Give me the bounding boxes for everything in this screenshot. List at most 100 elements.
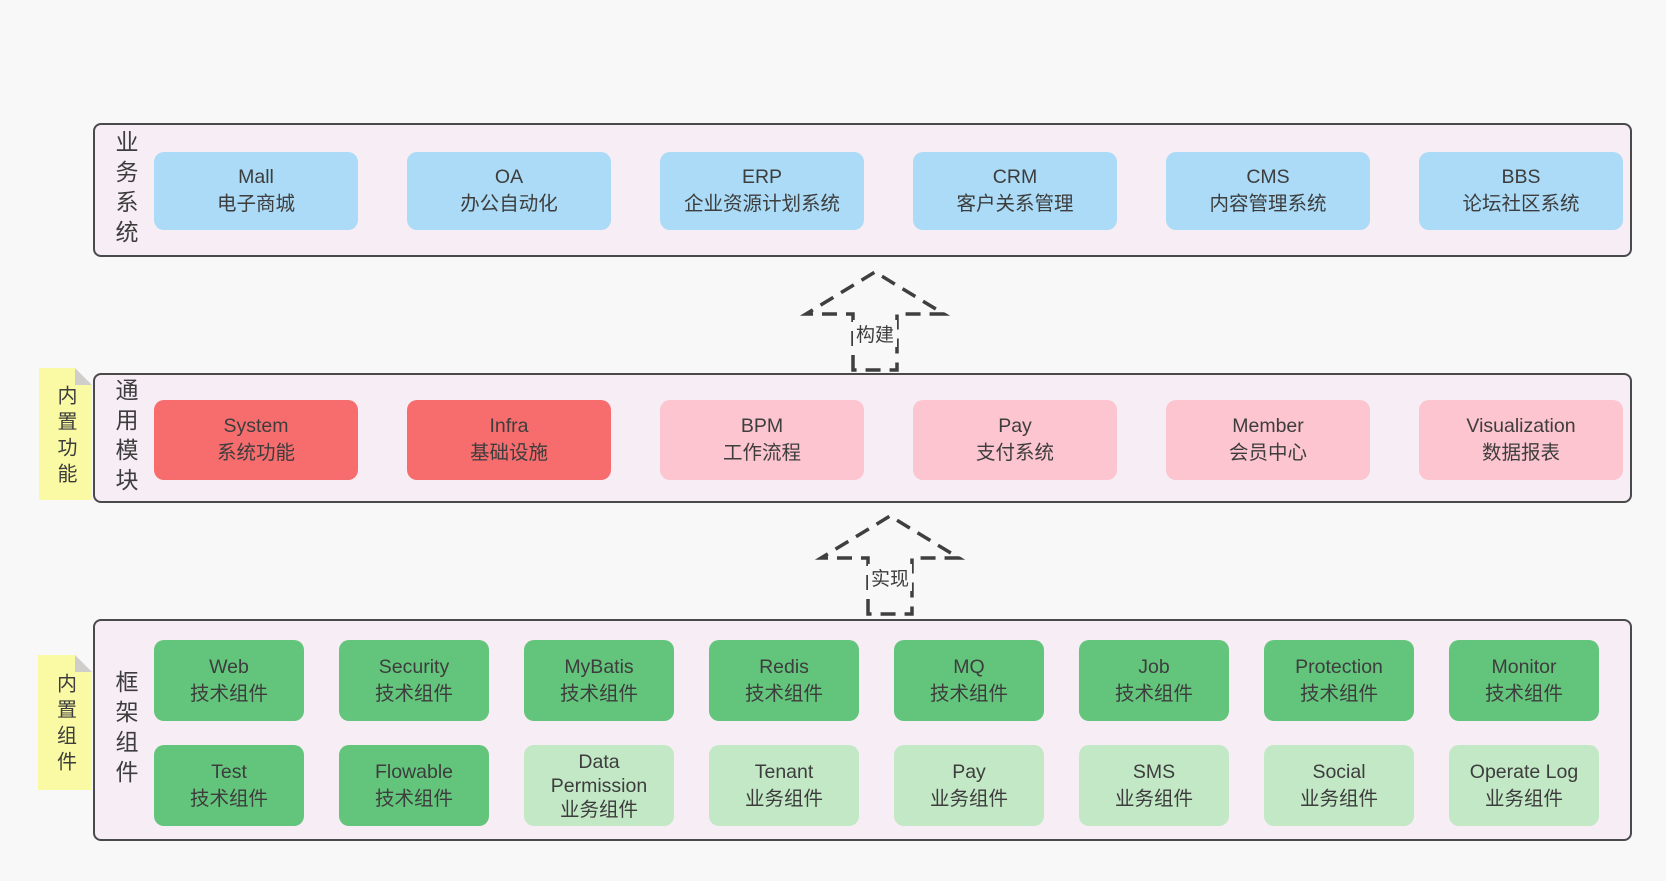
box-title: Test (211, 760, 247, 783)
box-oa: OA 办公自动化 (407, 152, 611, 230)
box-cms: CMS 内容管理系统 (1166, 152, 1370, 230)
builtin-components-note-text: 内置组件 (53, 673, 76, 778)
box-subtitle: 技术组件 (189, 682, 268, 705)
box-operate-log: Operate Log 业务组件 (1449, 745, 1599, 826)
box-title: BPM (740, 415, 784, 437)
implement-arrow-label: 实现 (867, 564, 913, 591)
box-subtitle: 数据报表 (1481, 442, 1560, 464)
builtin-components-sticky-note: 内置组件 (38, 655, 92, 790)
box-subtitle: 业务组件 (1114, 787, 1193, 810)
box-title: CRM (992, 166, 1038, 188)
box-member: Member 会员中心 (1166, 400, 1370, 480)
business-systems-row: Mall 电子商城 OA 办公自动化 ERP 企业资源计划系统 CRM 客户关系… (154, 152, 1623, 230)
box-subtitle: 电子商城 (216, 193, 295, 215)
implement-arrow: 实现 (815, 512, 965, 616)
box-subtitle: 论坛社区系统 (1462, 193, 1580, 215)
build-arrow: 构建 (800, 268, 950, 372)
box-subtitle: 企业资源计划系统 (683, 193, 840, 215)
common-modules-label: 通用模块 (112, 378, 138, 498)
box-title: Social (1312, 760, 1366, 783)
common-modules-container: 通用模块 System 系统功能 Infra 基础设施 BPM 工作流程 Pay… (93, 373, 1632, 503)
box-title: Member (1232, 415, 1304, 437)
framework-components-container: 框架组件 Web 技术组件 Security 技术组件 MyBatis 技术组件… (93, 619, 1632, 841)
box-title: ERP (741, 166, 783, 188)
box-subtitle: 客户关系管理 (956, 193, 1074, 215)
box-test: Test 技术组件 (154, 745, 304, 826)
box-title: Flowable (374, 760, 454, 783)
up-arrow-icon (800, 269, 950, 372)
box-tenant: Tenant 业务组件 (709, 745, 859, 826)
box-visualization: Visualization 数据报表 (1419, 400, 1623, 480)
box-data-permission: Data Permission 业务组件 (524, 745, 674, 826)
box-title: SMS (1132, 760, 1176, 783)
box-infra: Infra 基础设施 (407, 400, 611, 480)
sticky-fold-corner (75, 655, 92, 672)
box-subtitle: 技术组件 (744, 682, 823, 705)
box-title: Visualization (1466, 415, 1576, 437)
box-subtitle: 业务组件 (929, 787, 1008, 810)
box-title: Pay (998, 415, 1032, 437)
box-system: System 系统功能 (154, 400, 358, 480)
box-subtitle: 业务组件 (1484, 787, 1563, 810)
box-title: MyBatis (564, 655, 634, 678)
box-title: Operate Log (1469, 760, 1579, 783)
business-systems-container: 业务系统 Mall 电子商城 OA 办公自动化 ERP 企业资源计划系统 CRM… (93, 123, 1632, 257)
box-subtitle: 技术组件 (1484, 682, 1563, 705)
box-title: BBS (1501, 166, 1541, 188)
box-title: Mall (238, 166, 274, 188)
box-title: Redis (759, 655, 809, 678)
box-redis: Redis 技术组件 (709, 640, 859, 721)
common-modules-row: System 系统功能 Infra 基础设施 BPM 工作流程 Pay 支付系统… (154, 400, 1623, 480)
box-subtitle: 技术组件 (1299, 682, 1378, 705)
builtin-features-sticky-note: 内置功能 (39, 368, 92, 500)
box-title: MQ (953, 655, 985, 678)
box-subtitle: 技术组件 (559, 682, 638, 705)
box-title: Protection (1295, 655, 1383, 678)
box-subtitle: 办公自动化 (460, 193, 558, 215)
box-title: Pay (952, 760, 986, 783)
box-subtitle: 技术组件 (374, 787, 453, 810)
box-web: Web 技术组件 (154, 640, 304, 721)
box-subtitle: 技术组件 (929, 682, 1008, 705)
box-title: CMS (1246, 166, 1290, 188)
box-subtitle: 技术组件 (189, 787, 268, 810)
box-title: Job (1138, 655, 1170, 678)
box-protection: Protection 技术组件 (1264, 640, 1414, 721)
box-subtitle: 工作流程 (722, 442, 801, 464)
box-subtitle: 系统功能 (216, 442, 295, 464)
framework-components-row2: Test 技术组件 Flowable 技术组件 Data Permission … (154, 745, 1599, 826)
box-title: Web (209, 655, 249, 678)
box-subtitle: 内容管理系统 (1209, 193, 1327, 215)
box-pay-component: Pay 业务组件 (894, 745, 1044, 826)
box-subtitle: 业务组件 (744, 787, 823, 810)
box-subtitle: 业务组件 (1299, 787, 1378, 810)
box-title: Infra (489, 415, 529, 437)
box-title: Monitor (1491, 655, 1557, 678)
box-mall: Mall 电子商城 (154, 152, 358, 230)
box-title: Security (378, 655, 450, 678)
box-security: Security 技术组件 (339, 640, 489, 721)
box-social: Social 业务组件 (1264, 745, 1414, 826)
box-subtitle: 技术组件 (374, 682, 453, 705)
up-arrow-icon (815, 513, 965, 616)
box-title: OA (494, 166, 524, 188)
box-erp: ERP 企业资源计划系统 (660, 152, 864, 230)
sticky-fold-corner (75, 368, 92, 385)
box-subtitle: 会员中心 (1228, 442, 1307, 464)
box-subtitle: 支付系统 (975, 442, 1054, 464)
box-subtitle: 基础设施 (469, 442, 548, 464)
box-title: Data Permission (550, 750, 648, 797)
box-sms: SMS 业务组件 (1079, 745, 1229, 826)
box-title: System (223, 415, 289, 437)
box-flowable: Flowable 技术组件 (339, 745, 489, 826)
build-arrow-label: 构建 (852, 320, 898, 347)
framework-components-label: 框架组件 (112, 670, 138, 790)
box-subtitle: 业务组件 (559, 798, 638, 821)
box-bbs: BBS 论坛社区系统 (1419, 152, 1623, 230)
business-systems-label: 业务系统 (112, 130, 138, 250)
box-job: Job 技术组件 (1079, 640, 1229, 721)
box-mybatis: MyBatis 技术组件 (524, 640, 674, 721)
box-title: Tenant (754, 760, 814, 783)
builtin-features-note-text: 内置功能 (54, 384, 76, 489)
box-crm: CRM 客户关系管理 (913, 152, 1117, 230)
